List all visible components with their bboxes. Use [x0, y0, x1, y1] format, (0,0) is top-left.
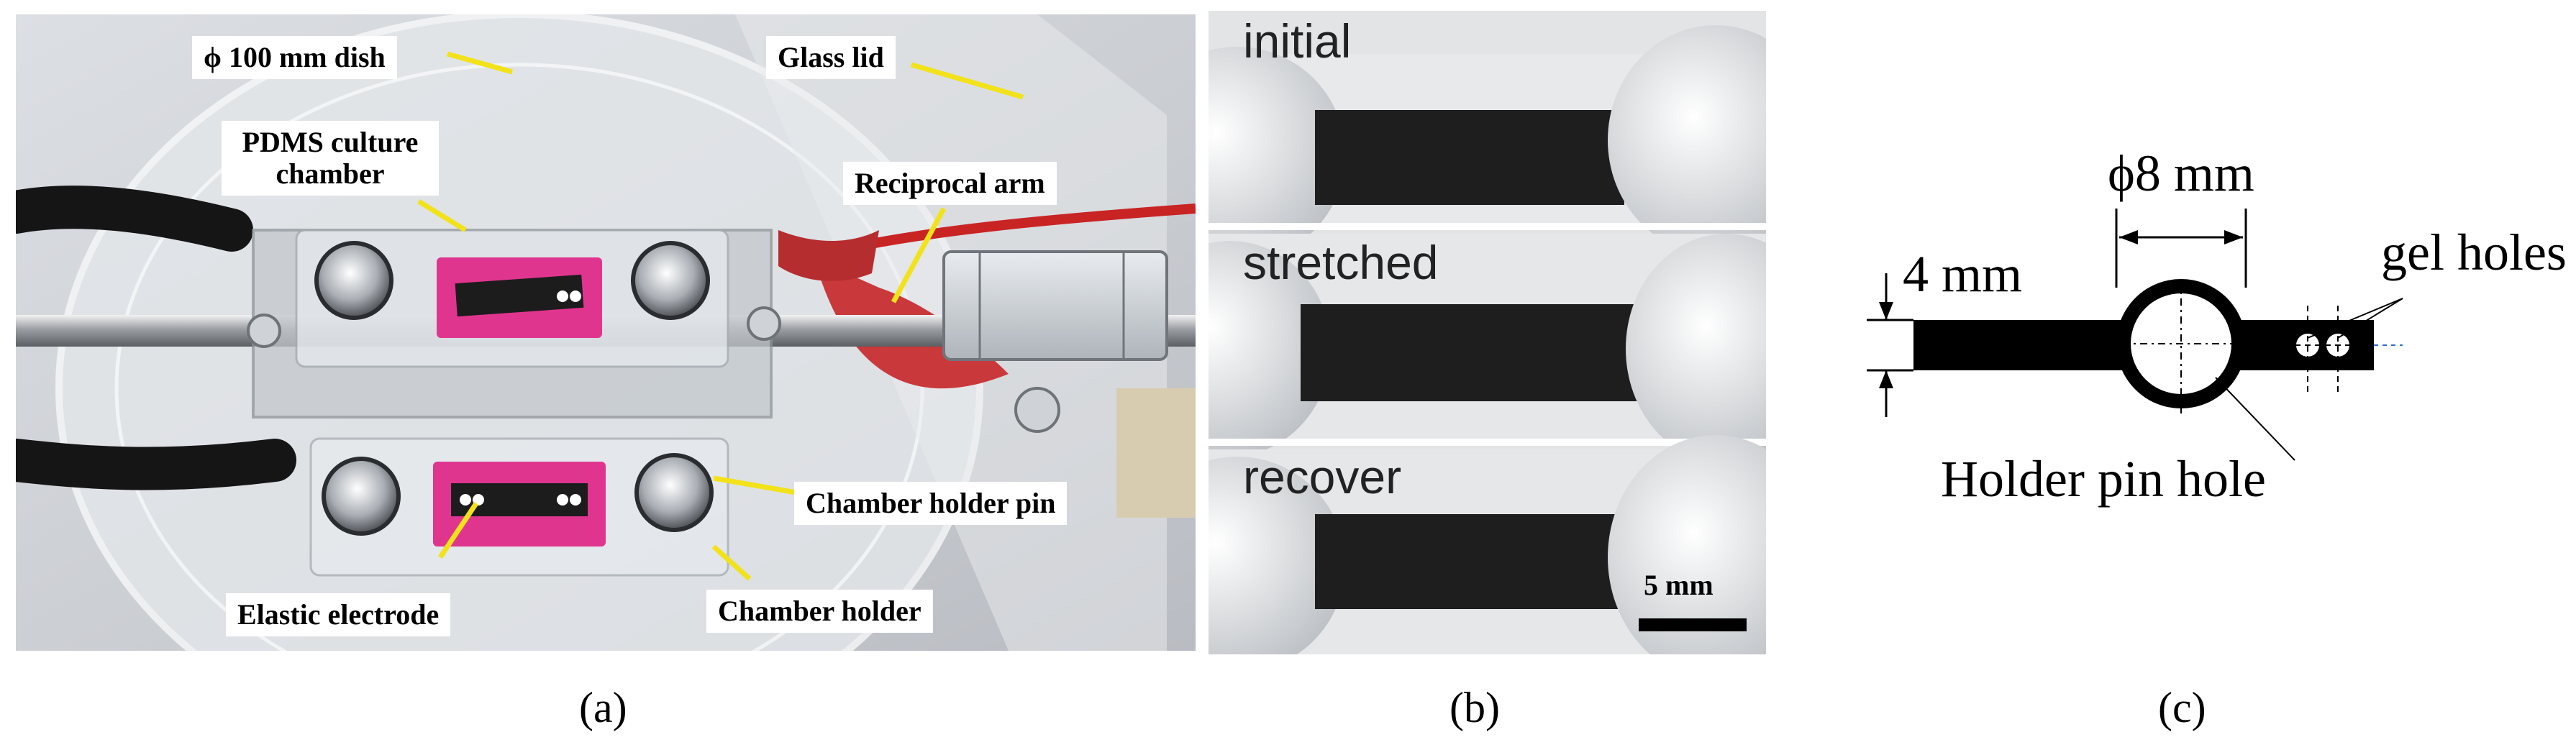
width-dimension-label: 4 mm — [1903, 245, 2023, 303]
stretch-sequence-illustration — [1209, 25, 1766, 654]
elastic-electrode-label: Elastic electrode — [226, 593, 451, 636]
glass-lid-label: Glass lid — [766, 36, 896, 79]
holder-pin-hole-label: Holder pin hole — [1941, 450, 2266, 508]
caption-c: (c) — [2158, 684, 2206, 731]
state-stretched-label: stretched — [1243, 236, 1439, 289]
reciprocal-arm-label: Reciprocal arm — [843, 162, 1057, 205]
scale-bar-label: 5 mm — [1644, 569, 1713, 601]
dish-label: ϕ 100 mm dish — [192, 36, 397, 79]
scale-bar — [1639, 618, 1747, 631]
setup-photo-illustration — [16, 14, 1196, 651]
diameter-dimension-label: ϕ8 mm — [2108, 145, 2254, 202]
gel-holes-label: gel holes — [2381, 224, 2567, 281]
chamber-holder-label: Chamber holder — [706, 590, 933, 633]
panel-b-photo: initial stretched recover 5 mm — [1209, 11, 1766, 654]
caption-a: (a) — [579, 684, 627, 731]
panel-c-schematic: 4 mm ϕ8 mm gel holes Holder pin hole — [1798, 14, 2568, 647]
chamber-holder-pin-label: Chamber holder pin — [794, 482, 1068, 525]
caption-b: (b) — [1449, 684, 1500, 731]
electrode-schematic — [1867, 209, 2403, 461]
pdms-chamber-label: PDMS culture chamber — [222, 121, 439, 196]
state-recover-label: recover — [1243, 450, 1402, 503]
state-initial-label: initial — [1243, 14, 1352, 68]
panel-a-photo: ϕ 100 mm dish Glass lid PDMS culture cha… — [16, 14, 1196, 651]
